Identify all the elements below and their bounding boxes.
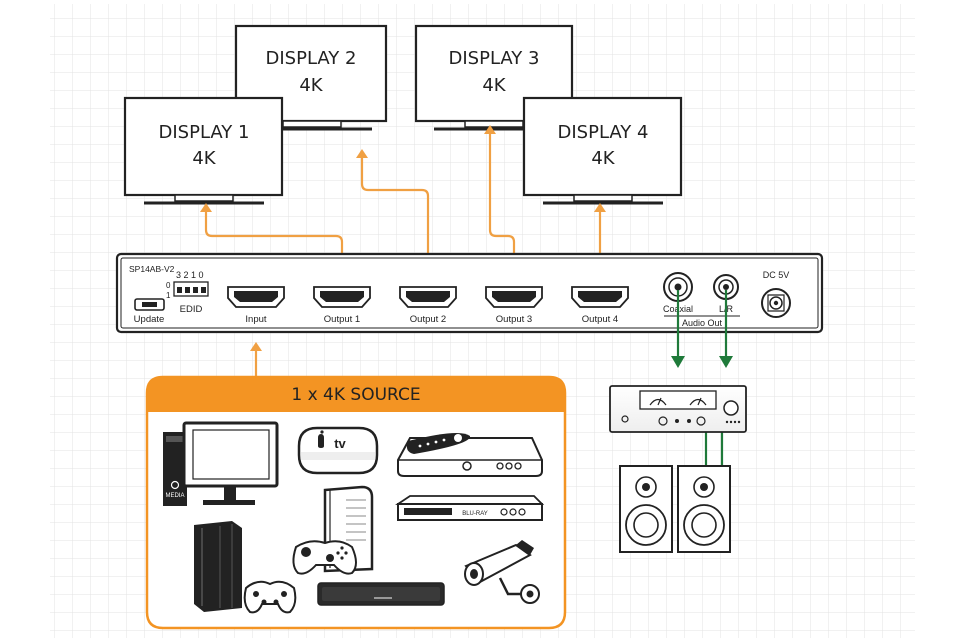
output-4-label: Output 4 (582, 314, 618, 325)
video-arrowheads (200, 125, 606, 351)
edid-row0: 0 (166, 281, 171, 290)
bluray-text: BLU-RAY (462, 511, 488, 517)
display-2-res: 4K (299, 75, 323, 96)
display-4-name: DISPLAY 4 (558, 122, 649, 143)
display-3-name: DISPLAY 3 (449, 48, 540, 69)
hdmi-input-port (227, 286, 285, 308)
speaker-left (619, 465, 673, 553)
display-1-res: 4K (192, 148, 216, 169)
lr-audio-port (713, 274, 739, 300)
cable-output-1 (204, 210, 344, 287)
game-controller-icon (292, 540, 357, 575)
coaxial-port (663, 272, 693, 302)
display-1: DISPLAY 1 4K (123, 96, 284, 205)
output-3-label: Output 3 (496, 314, 532, 325)
soundbar-icon (317, 582, 445, 606)
display-2-name: DISPLAY 2 (266, 48, 357, 69)
security-camera-icon (464, 540, 540, 604)
dc-label: DC 5V (763, 270, 790, 280)
video-cables (204, 131, 602, 378)
display-3-res: 4K (482, 75, 506, 96)
speaker-right (677, 465, 731, 553)
cable-output-2 (360, 155, 430, 287)
display-4-res: 4K (591, 148, 615, 169)
output-2-label: Output 2 (410, 314, 446, 325)
update-label: Update (134, 314, 165, 325)
ps-controller-icon (243, 580, 297, 614)
output-1-label: Output 1 (324, 314, 360, 325)
edid-label: EDID (180, 304, 203, 315)
game-console-icon (194, 521, 242, 612)
edid-row1: 1 (166, 291, 171, 300)
amplifier (609, 385, 747, 433)
display-4: DISPLAY 4 4K (522, 96, 683, 205)
hdmi-splitter: SP14AB-V2 Update 3 2 1 0 0 1 EDID Input … (115, 252, 824, 334)
input-label: Input (245, 314, 266, 325)
desktop-pc-icon: MEDIA (163, 421, 279, 506)
hdmi-output-4-port (571, 286, 629, 308)
appletv-text: tv (334, 436, 346, 451)
blu-ray-player-icon: BLU-RAY (395, 495, 545, 521)
dc-power-port (761, 288, 791, 318)
edid-bits: 3 2 1 0 (176, 270, 204, 280)
cable-output-3 (488, 131, 516, 287)
apple-tv-icon: tv (297, 426, 379, 475)
pc-media-text: MEDIA (165, 493, 184, 499)
source-title: 1 x 4K SOURCE (291, 385, 420, 405)
hdmi-output-3-port (485, 286, 543, 308)
hdmi-output-2-port (399, 286, 457, 308)
audio-cables (676, 290, 728, 466)
display-1-name: DISPLAY 1 (159, 122, 250, 143)
hdmi-output-1-port (313, 286, 371, 308)
audio-out-label: Audio Out (682, 318, 723, 328)
cable-box-icon (397, 432, 543, 477)
model-label: SP14AB-V2 (129, 264, 175, 274)
edid-switch (173, 281, 209, 297)
audio-arrowheads (671, 356, 733, 368)
